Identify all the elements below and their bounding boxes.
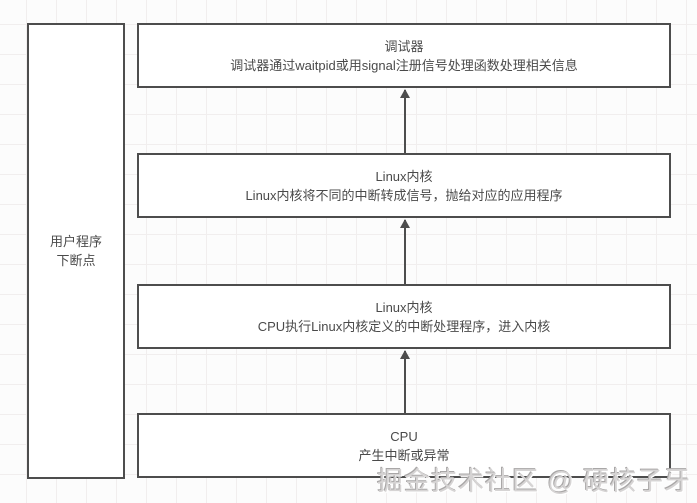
flow-box-title: Linux内核 xyxy=(375,168,433,184)
flow-box-kernel-interrupt: Linux内核 CPU执行Linux内核定义的中断处理程序，进入内核 xyxy=(137,284,671,349)
flow-box-subtitle: Linux内核将不同的中断转成信号，抛给对应的应用程序 xyxy=(245,187,563,203)
flow-box-debugger: 调试器 调试器通过waitpid或用signal注册信号处理函数处理相关信息 xyxy=(137,23,671,88)
up-arrow-kernel-to-kernel xyxy=(400,219,410,284)
flow-box-subtitle: 调试器通过waitpid或用signal注册信号处理函数处理相关信息 xyxy=(230,57,578,73)
side-box-user-program: 用户程序 下断点 xyxy=(27,23,125,479)
flow-box-cpu: CPU 产生中断或异常 xyxy=(137,413,671,478)
flow-box-kernel-signal: Linux内核 Linux内核将不同的中断转成信号，抛给对应的应用程序 xyxy=(137,153,671,218)
side-box-line2: 下断点 xyxy=(56,253,96,268)
watermark: 掘金技术社区 @ 硬核子牙 xyxy=(377,466,691,496)
up-arrow-kernel-to-debugger xyxy=(400,89,410,153)
flow-box-title: CPU xyxy=(390,428,418,444)
side-box-line1: 用户程序 xyxy=(49,234,102,249)
flow-box-title: 调试器 xyxy=(384,38,424,54)
flow-box-subtitle: 产生中断或异常 xyxy=(358,447,450,463)
up-arrow-cpu-to-kernel xyxy=(400,350,410,413)
flow-box-subtitle: CPU执行Linux内核定义的中断处理程序，进入内核 xyxy=(257,318,551,334)
flow-box-title: Linux内核 xyxy=(375,299,433,315)
